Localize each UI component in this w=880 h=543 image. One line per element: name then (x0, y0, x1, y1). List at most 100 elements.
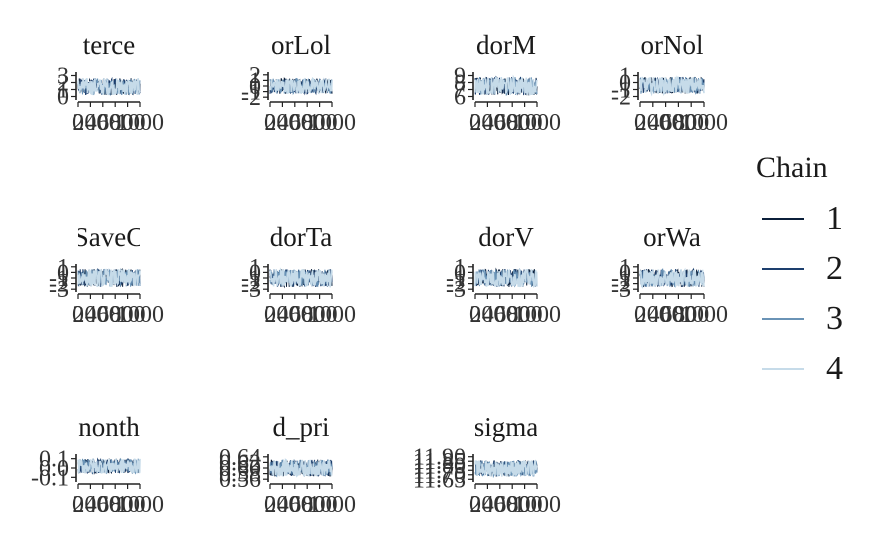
trace-line-chain-4 (639, 75, 705, 97)
x-tick-label: 600 (494, 110, 530, 136)
y-tick-label: 0 (249, 260, 261, 286)
y-tick-label: -2 (611, 85, 631, 111)
facet-title-strip: orNol (640, 30, 704, 60)
y-tick-label: 0.60 (219, 456, 261, 482)
x-tick-label: 1000 (513, 302, 561, 328)
x-tick-label: 0 (634, 302, 646, 328)
chain-legend: Chain 1 2 3 4 (756, 150, 876, 394)
y-tick-label: 0.1 (39, 447, 69, 473)
y-tick-label: 6 (454, 85, 466, 111)
x-tick-label: 0 (264, 302, 276, 328)
y-tick-label: 1 (619, 64, 631, 90)
legend-item-3: 3 (756, 294, 876, 344)
facet-title-strip: d_pri (270, 412, 332, 442)
facet-title: d_pri (272, 412, 330, 442)
x-tick-label: 200 (72, 492, 108, 518)
y-tick-label: -1 (49, 266, 69, 292)
trace-line-chain-3 (474, 267, 538, 288)
facet-title: orLol (271, 30, 331, 60)
legend-label-2: 2 (826, 250, 843, 287)
y-tick-label: 1 (454, 255, 466, 281)
y-tick-label: -1 (611, 78, 631, 104)
y-tick-label: -1 (241, 266, 261, 292)
x-tick-label: 800 (110, 110, 146, 136)
facet-title-strip: SaveC (78, 222, 140, 252)
x-tick-label: 600 (289, 110, 325, 136)
x-tick-label: 0 (264, 492, 276, 518)
x-tick-label: 600 (289, 302, 325, 328)
x-tick-label: 800 (507, 492, 543, 518)
legend-label-3: 3 (826, 300, 843, 337)
x-tick-label: 400 (277, 110, 313, 136)
x-tick-label: 400 (85, 302, 121, 328)
x-tick-label: 800 (507, 110, 543, 136)
y-tick-label: 11.75 (413, 458, 466, 484)
facet-title-strip: terce (78, 30, 140, 60)
x-tick-label: 400 (482, 492, 518, 518)
y-tick-label: 1 (619, 255, 631, 281)
x-tick-label: 400 (482, 302, 518, 328)
x-tick-label: 400 (277, 302, 313, 328)
y-tick-label: 0.64 (219, 445, 261, 471)
y-tick-label: 0 (57, 260, 69, 286)
y-tick-label: 11.65 (413, 467, 466, 493)
y-tick-label: 0 (249, 74, 261, 100)
trace-line-chain-4 (269, 458, 333, 478)
legend-item-2: 2 (756, 244, 876, 294)
trace-line-chain-4 (77, 458, 141, 474)
y-tick-label: 0.62 (219, 450, 261, 476)
x-tick-label: 1000 (308, 110, 356, 136)
y-tick-label: 1 (57, 78, 69, 104)
x-tick-label: 600 (494, 492, 530, 518)
x-tick-label: 200 (72, 302, 108, 328)
x-tick-label: 600 (660, 302, 696, 328)
x-tick-label: 800 (673, 302, 709, 328)
x-tick-label: 600 (289, 492, 325, 518)
legend-key-3 (762, 318, 804, 320)
trace-line-chain-4 (639, 267, 705, 289)
y-tick-label: 0 (619, 71, 631, 97)
y-tick-label: 8 (454, 71, 466, 97)
legend-key-4 (762, 368, 804, 370)
x-tick-label: 800 (110, 492, 146, 518)
facet-title: nonth (78, 412, 140, 442)
y-tick-label: 1 (249, 68, 261, 94)
y-tick-label: 11.90 (413, 445, 466, 471)
facet-title-strip: dorM (475, 30, 537, 60)
y-tick-label: -1 (611, 266, 631, 292)
x-tick-label: 600 (660, 110, 696, 136)
x-tick-label: 400 (648, 302, 684, 328)
x-tick-label: 800 (302, 492, 338, 518)
y-tick-label: 0 (454, 260, 466, 286)
y-tick-label: 9 (454, 64, 466, 90)
x-tick-label: 0 (634, 110, 646, 136)
x-tick-label: 400 (85, 492, 121, 518)
y-tick-label: 0 (57, 85, 69, 111)
x-tick-label: 1000 (513, 492, 561, 518)
x-tick-label: 0 (469, 492, 481, 518)
legend-label-4: 4 (826, 350, 843, 387)
y-tick-label: 11.70 (413, 463, 466, 489)
x-tick-label: 600 (97, 302, 133, 328)
trace-panel: 11.6511.7011.7511.8011.8511.900200400600… (413, 445, 561, 518)
x-tick-label: 400 (85, 110, 121, 136)
x-tick-label: 800 (673, 110, 709, 136)
x-tick-label: 0 (72, 492, 84, 518)
x-tick-label: 400 (277, 492, 313, 518)
y-tick-label: -3 (241, 277, 261, 303)
x-tick-label: 1000 (116, 302, 164, 328)
y-tick-label: 11.85 (413, 449, 466, 475)
x-tick-label: 200 (469, 302, 505, 328)
y-tick-label: 2 (57, 71, 69, 97)
facet-title-strip: orWa (640, 222, 704, 252)
x-tick-label: 0 (72, 110, 84, 136)
legend-title: Chain (756, 151, 828, 184)
y-tick-label: -2 (241, 272, 261, 298)
y-tick-label: -2 (446, 272, 466, 298)
x-tick-label: 200 (264, 492, 300, 518)
x-tick-label: 600 (97, 492, 133, 518)
